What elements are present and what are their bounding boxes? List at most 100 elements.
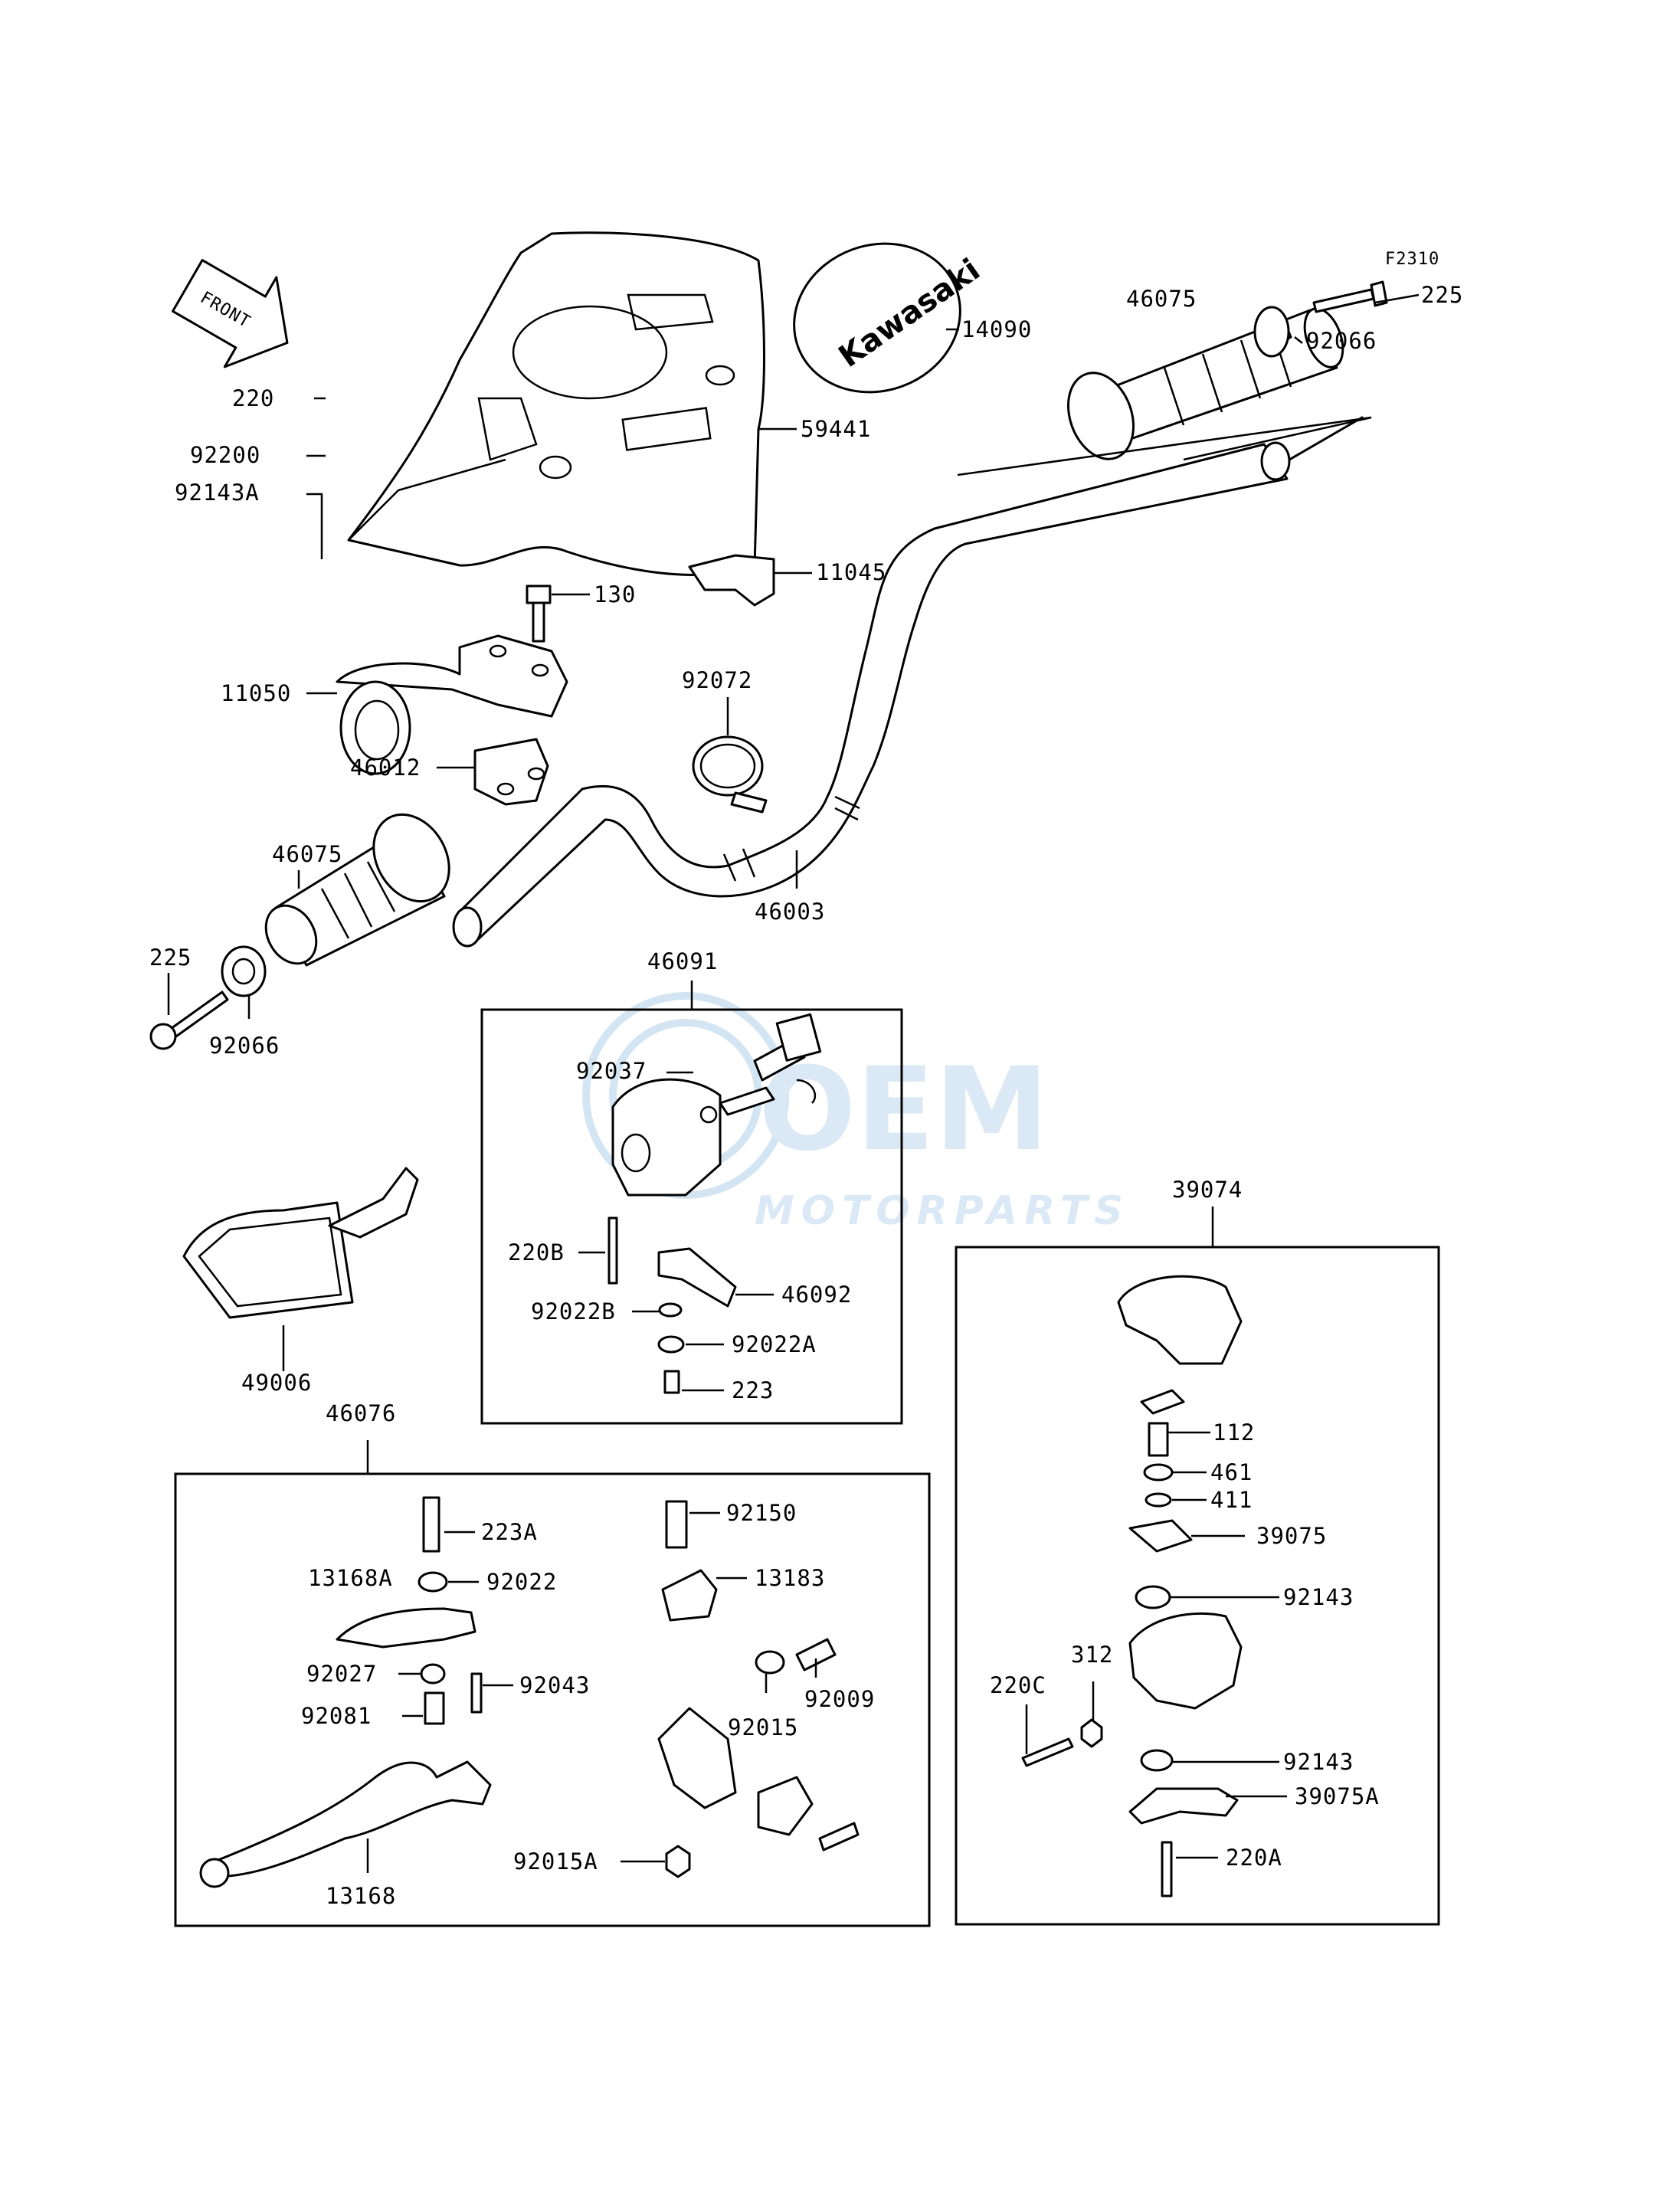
band-92072-part [692,735,768,814]
screw-223-part [663,1370,680,1394]
screw-220B-part [607,1216,618,1285]
pin-92043-part [470,1672,483,1714]
end-cap-left-part [221,945,267,997]
label-112: 112 [1213,1419,1255,1446]
label-13168: 13168 [326,1883,396,1909]
label-92027: 92027 [306,1661,377,1687]
nut-92015A-part [665,1845,691,1878]
leader-lines [167,293,1420,1873]
label-92009: 92009 [804,1686,875,1712]
label-13183: 13183 [755,1565,825,1591]
seal-92143-b-part [1140,1749,1174,1772]
switch-lever-part [657,1247,737,1308]
label-92066-top: 92066 [1306,328,1377,354]
group-box-46076 [174,1472,931,1927]
label-220B: 220B [508,1239,565,1265]
label-220C: 220C [990,1672,1046,1698]
label-92143-a: 92143 [1283,1584,1354,1610]
label-461: 461 [1210,1459,1253,1485]
label-92015: 92015 [728,1714,798,1740]
label-411: 411 [1210,1487,1253,1513]
label-39075: 39075 [1256,1523,1327,1549]
lever-13168-part [199,1760,492,1888]
bushing-92027-part [420,1663,446,1685]
switch-housing-part [611,1013,822,1197]
label-46012: 46012 [350,755,421,781]
bolt-92150-part [665,1500,688,1549]
handlebar-part [452,416,1372,948]
label-225-left: 225 [149,945,192,971]
lever-39075A-part [1128,1787,1239,1825]
clamp-46012-part [473,738,549,806]
label-92200: 92200 [190,442,260,468]
label-92066-left: 92066 [209,1033,280,1059]
screw-223A-part [422,1496,440,1553]
end-cap-right-part-ring [1253,306,1290,358]
lever-holder-part [657,1707,737,1809]
bracket-11045-part [688,554,775,607]
bracket-13183-part [661,1569,718,1622]
label-223: 223 [732,1377,774,1403]
throttle-cover-part [1117,1275,1243,1365]
label-92022A: 92022A [732,1331,817,1357]
label-46076: 46076 [326,1400,396,1426]
watermark-sub: MOTORPARTS [755,1188,1130,1234]
bolt-225-left-part [149,990,229,1050]
washer-411-part [1145,1492,1172,1508]
screw-220C-part [1021,1737,1074,1767]
label-220A: 220A [1226,1845,1282,1871]
figure-code: F2310 [1385,250,1439,269]
label-92143-b: 92143 [1283,1749,1354,1775]
label-46075-top: 46075 [1126,286,1197,312]
label-220: 220 [232,385,274,411]
part-labels: 225 46075 14090 92066 59441 220 92200 92… [149,282,1463,1909]
screw-220A-part [1161,1841,1173,1897]
kawasaki-cap-part: Kawasaki [793,242,987,394]
spring-clip-part [1140,1389,1185,1415]
washer-461-part [1143,1463,1174,1482]
clamp-holder-part [757,1776,814,1836]
holder-11050-part [336,634,568,775]
seal-92143-a-part [1135,1585,1171,1609]
watermark: OEM MOTORPARTS [582,992,1130,1234]
bolt-holder-part [818,1822,860,1852]
label-130: 130 [594,581,636,607]
label-312: 312 [1071,1642,1113,1668]
label-46003: 46003 [755,899,825,925]
watermark-main: OEM [758,1043,1049,1177]
label-46075-left: 46075 [272,841,342,867]
nut-312-part [1080,1718,1103,1748]
label-59441: 59441 [801,416,871,442]
label-92022: 92022 [486,1569,557,1595]
label-225-top: 225 [1421,282,1463,308]
nut-92015-part [755,1650,785,1675]
group-box-39074 [955,1246,1440,1926]
bolt-225-right-part [1312,280,1388,313]
label-46091: 46091 [647,948,718,974]
label-11045: 11045 [816,559,886,585]
label-92022B: 92022B [531,1298,616,1324]
throttle-housing-part [1128,1612,1243,1710]
label-49006: 49006 [241,1370,312,1396]
label-92072: 92072 [682,667,752,693]
lever-13168A-part [336,1607,476,1649]
guard-49006-part [182,1167,419,1319]
label-92015A: 92015A [513,1848,598,1874]
washer-92022-part [418,1571,448,1593]
label-14090: 14090 [961,316,1032,342]
meter-cover-part [347,231,765,576]
front-arrow-icon: FRONT [172,259,289,368]
label-39075A: 39075A [1295,1783,1380,1809]
adjuster-92009-part [795,1638,837,1671]
label-46092: 46092 [781,1282,852,1308]
label-223A: 223A [481,1519,538,1545]
label-92043: 92043 [519,1672,590,1698]
bolt-112-part [1148,1422,1169,1457]
washer-92022B-part [658,1302,683,1318]
label-92150: 92150 [726,1500,797,1526]
bolt-130-part [526,584,552,643]
label-39074: 39074 [1172,1177,1243,1203]
spring-92081-part [424,1691,445,1725]
